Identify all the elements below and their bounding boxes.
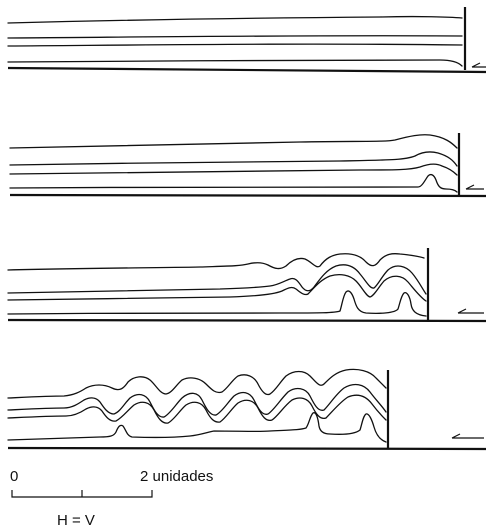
scale-end-label: 2 unidades: [140, 468, 213, 485]
push-arrow: [457, 308, 484, 314]
layer-top: [9, 134, 458, 149]
layer-3: [7, 394, 387, 424]
basal-detachment: [7, 318, 486, 323]
basal-detachment: [7, 446, 486, 451]
panel-stage-1: [7, 7, 486, 74]
scale-bar: 0 2 unidades H = V: [10, 468, 213, 529]
layer-3: [9, 163, 458, 176]
layer-bottom: [7, 59, 463, 67]
push-arrow: [465, 184, 484, 190]
layer-top: [7, 253, 425, 271]
scale-start-label: 0: [10, 468, 18, 485]
layer-3: [7, 274, 427, 302]
layer-top: [7, 368, 387, 399]
panel-stage-3: [7, 248, 486, 323]
layer-2: [7, 35, 463, 39]
layer-bottom: [7, 412, 387, 443]
scale-line: [11, 490, 153, 498]
layer-2: [7, 383, 387, 418]
panel-stage-2: [9, 133, 486, 198]
scale-ratio-label: H = V: [57, 512, 95, 529]
basal-detachment: [9, 193, 486, 198]
layer-bottom: [9, 173, 458, 193]
panel-stage-4: [7, 368, 486, 451]
layer-3: [7, 43, 463, 47]
layer-2: [7, 264, 427, 295]
layer-2: [9, 151, 458, 167]
push-arrow: [451, 433, 484, 439]
layer-bottom: [7, 290, 427, 317]
push-arrow: [471, 62, 486, 68]
basal-detachment: [7, 66, 486, 74]
layer-top: [7, 15, 463, 24]
